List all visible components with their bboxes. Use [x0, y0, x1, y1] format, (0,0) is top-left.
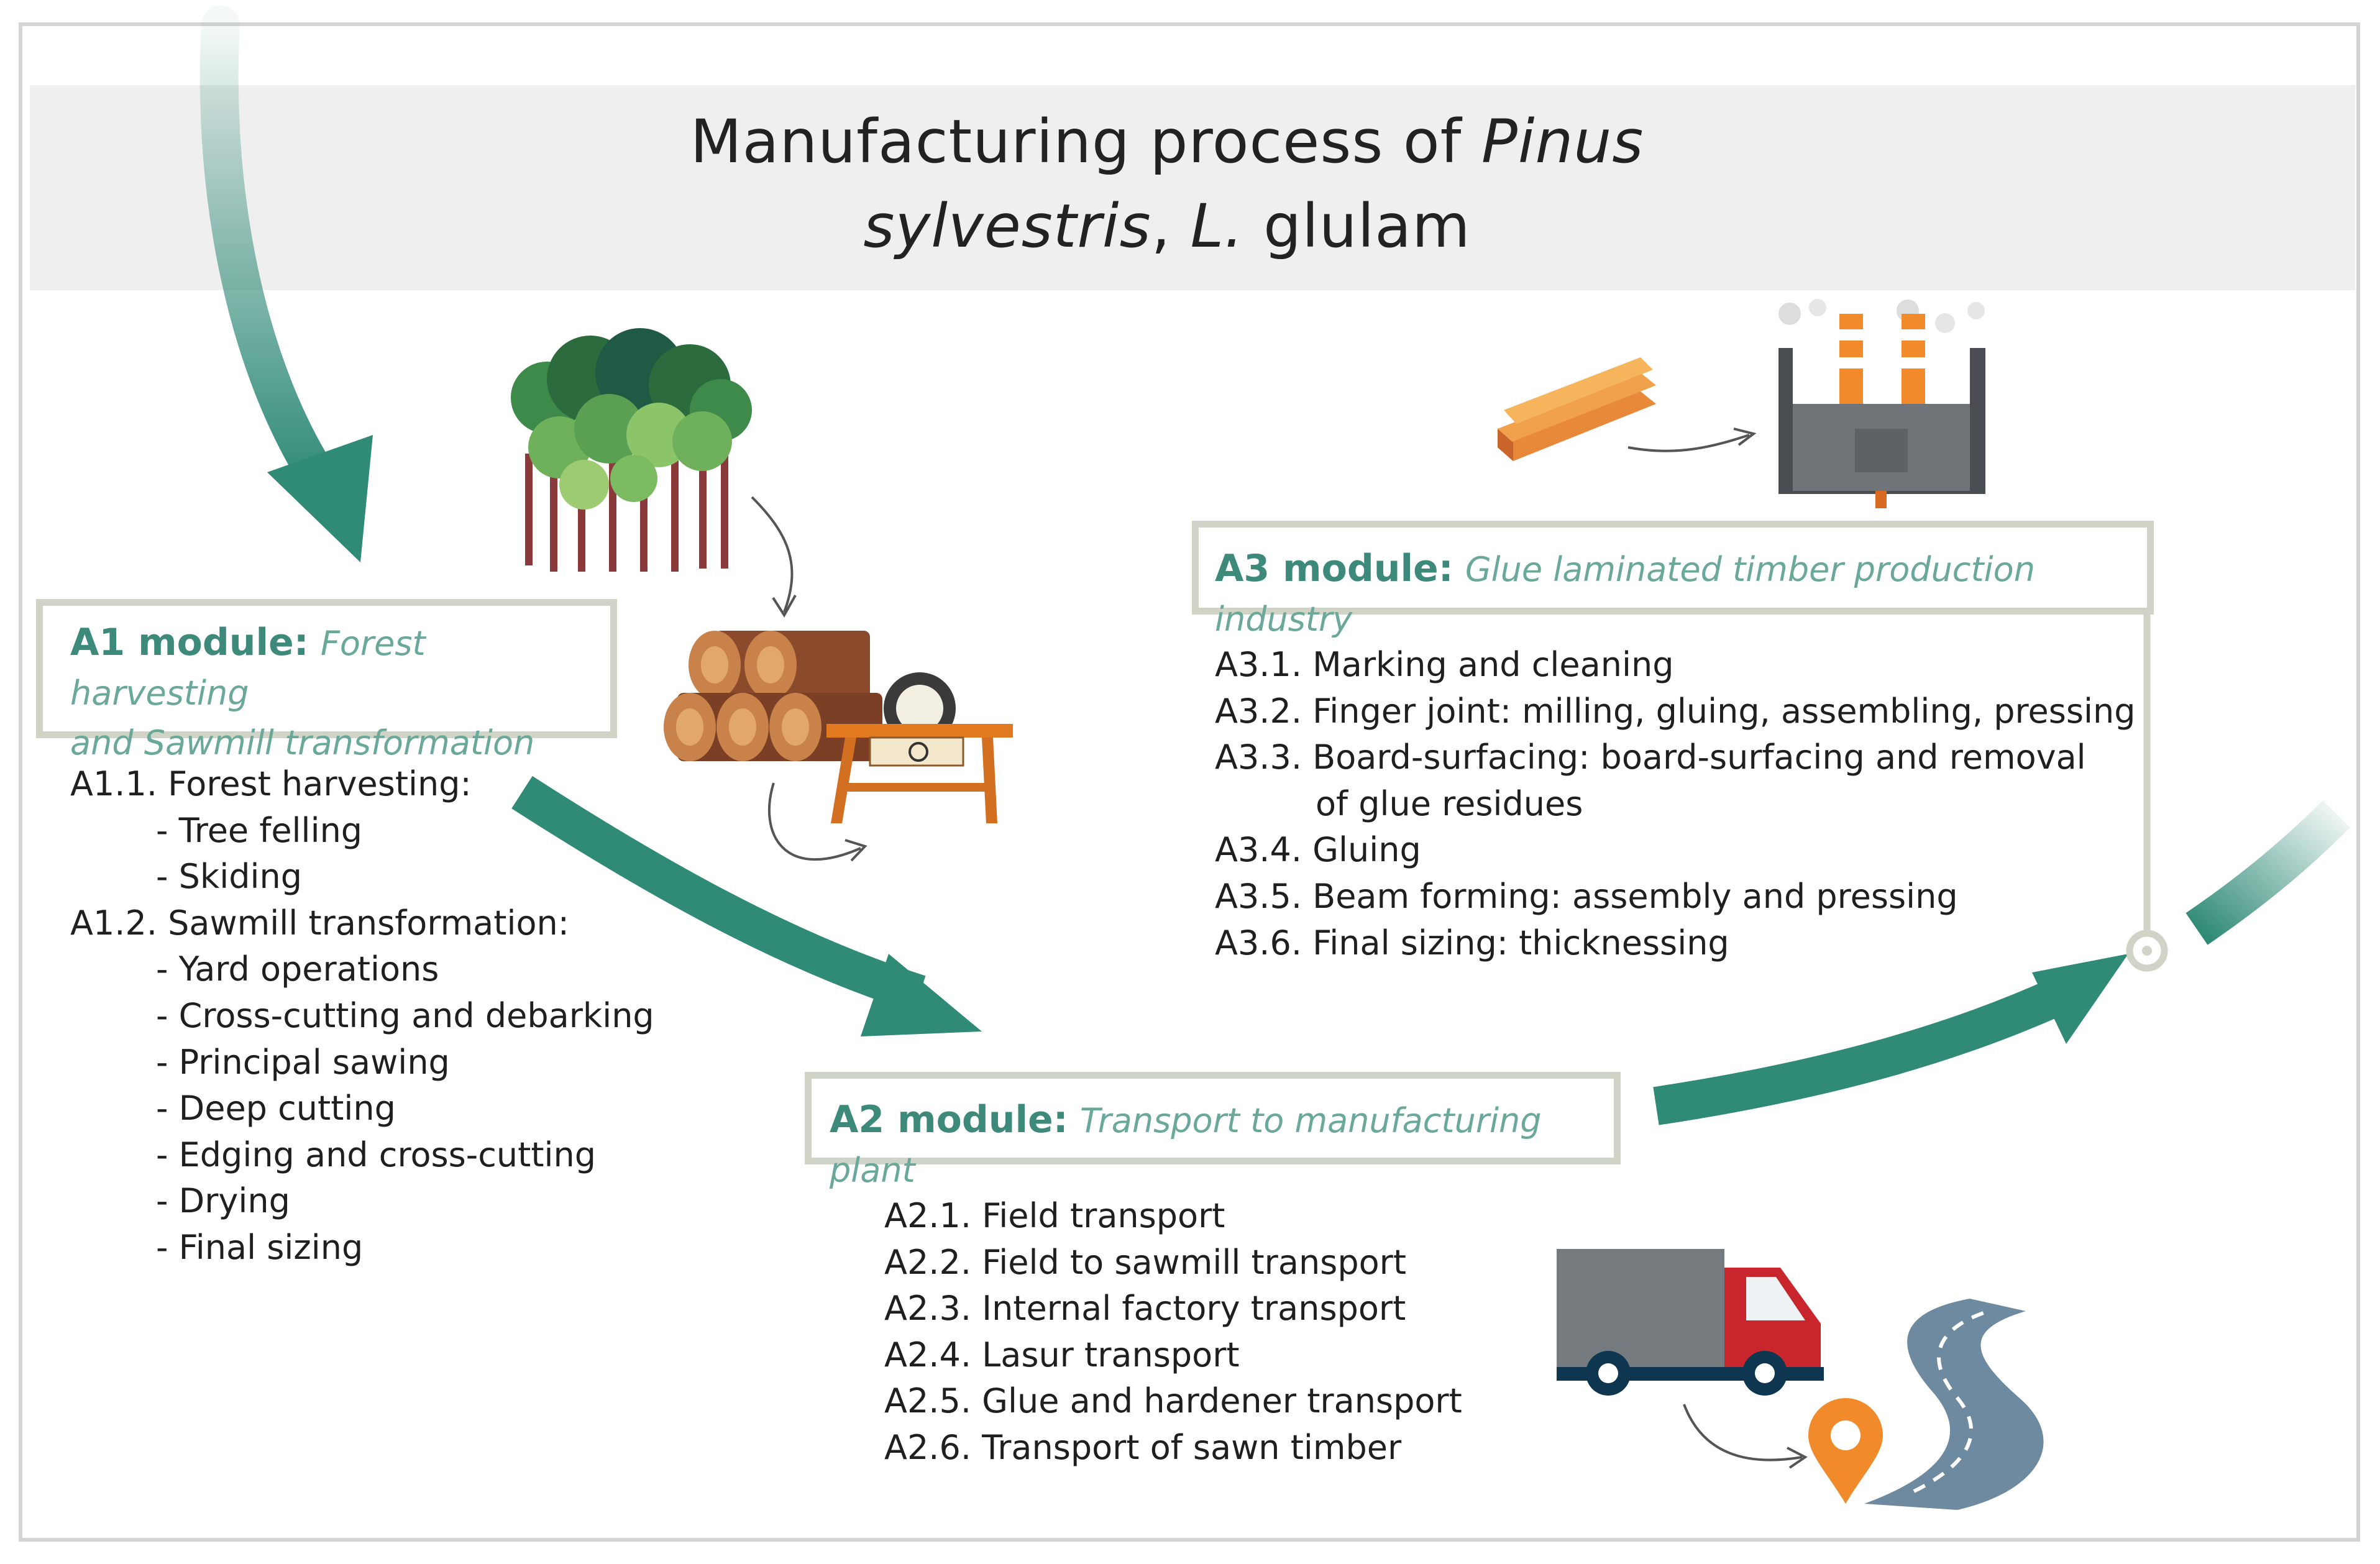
list-item: A3.4. Gluing	[1215, 830, 1421, 870]
list-item: - Skiding	[156, 857, 302, 897]
curved-arrow-sawmill	[768, 782, 861, 861]
a3-steps-list: A3.1. Marking and cleaning A3.2. Finger …	[1215, 642, 2136, 966]
a2-module-box	[805, 1072, 1621, 1164]
curved-arrow-logs	[751, 496, 794, 613]
list-item: A3.2. Finger joint: milling, gluing, ass…	[1215, 691, 2136, 731]
list-item: - Tree felling	[156, 810, 363, 850]
list-item: - Yard operations	[156, 949, 439, 989]
arrow-a2-to-a3-shaft	[1653, 970, 2084, 1125]
title-band	[30, 85, 2355, 290]
arrow-a1-to-a2-shaft	[511, 775, 926, 1013]
sawmill-icon	[826, 672, 1013, 823]
location-pin-icon	[1808, 1398, 1883, 1504]
arrow-truck-to-pin	[1683, 1404, 1803, 1461]
list-item: A2.1. Field transport	[884, 1196, 1225, 1235]
a2-steps-list: A2.1. Field transport A2.2. Field to saw…	[884, 1193, 1462, 1471]
list-item: - Principal sawing	[156, 1042, 450, 1082]
list-item: A3.1. Marking and cleaning	[1215, 645, 1674, 684]
list-item: A1.1. Forest harvesting:	[70, 764, 472, 803]
list-item: - Edging and cross-cutting	[156, 1135, 597, 1174]
list-item: - Deep cutting	[156, 1089, 396, 1128]
road-icon	[1864, 1299, 2044, 1510]
logs-icon	[664, 631, 882, 761]
list-item: A2.3. Internal factory transport	[884, 1289, 1406, 1328]
list-item: A2.5. Glue and hardener transport	[884, 1381, 1462, 1421]
a1-module-box	[36, 599, 617, 738]
start-arrow-shaft	[199, 6, 342, 504]
timber-planks-icon	[1498, 357, 1656, 461]
exit-arrow-shaft	[2185, 800, 2350, 945]
a3-module-box	[1192, 521, 2154, 615]
factory-icon	[1778, 299, 1985, 508]
a2-module-title: A2 module: Transport to manufacturing pl…	[830, 1098, 1542, 1190]
truck-icon	[1557, 1249, 1824, 1396]
diagram-title: Manufacturing process of Pinus sylvestri…	[690, 107, 1644, 261]
a1-steps-list: A1.1. Forest harvesting: - Tree felling …	[70, 761, 654, 1271]
list-item: of glue residues	[1316, 784, 1583, 823]
list-item: A2.4. Lasur transport	[884, 1335, 1240, 1374]
list-item: A2.2. Field to sawmill transport	[884, 1242, 1407, 1282]
list-item: - Drying	[156, 1181, 290, 1221]
arrow-a1-to-a2-head	[861, 954, 982, 1036]
start-arrow-head	[267, 435, 373, 562]
forest-icon	[511, 328, 752, 572]
arrow-a2-to-a3-head	[2032, 954, 2128, 1044]
list-item: - Final sizing	[156, 1227, 364, 1267]
list-item: A3.5. Beam forming: assembly and pressin…	[1215, 876, 1958, 916]
arrow-planks-to-factory	[1627, 434, 1750, 452]
list-item: A1.2. Sawmill transformation:	[70, 903, 569, 943]
list-item: A2.6. Transport of sawn timber	[884, 1427, 1402, 1467]
list-item: - Cross-cutting and debarking	[156, 995, 654, 1035]
list-item: A3.3. Board-surfacing: board-surfacing a…	[1215, 738, 2086, 777]
a3-module-title: A3 module: Glue laminated timber product…	[1215, 547, 2035, 639]
list-item: A3.6. Final sizing: thicknessing	[1215, 923, 1729, 963]
